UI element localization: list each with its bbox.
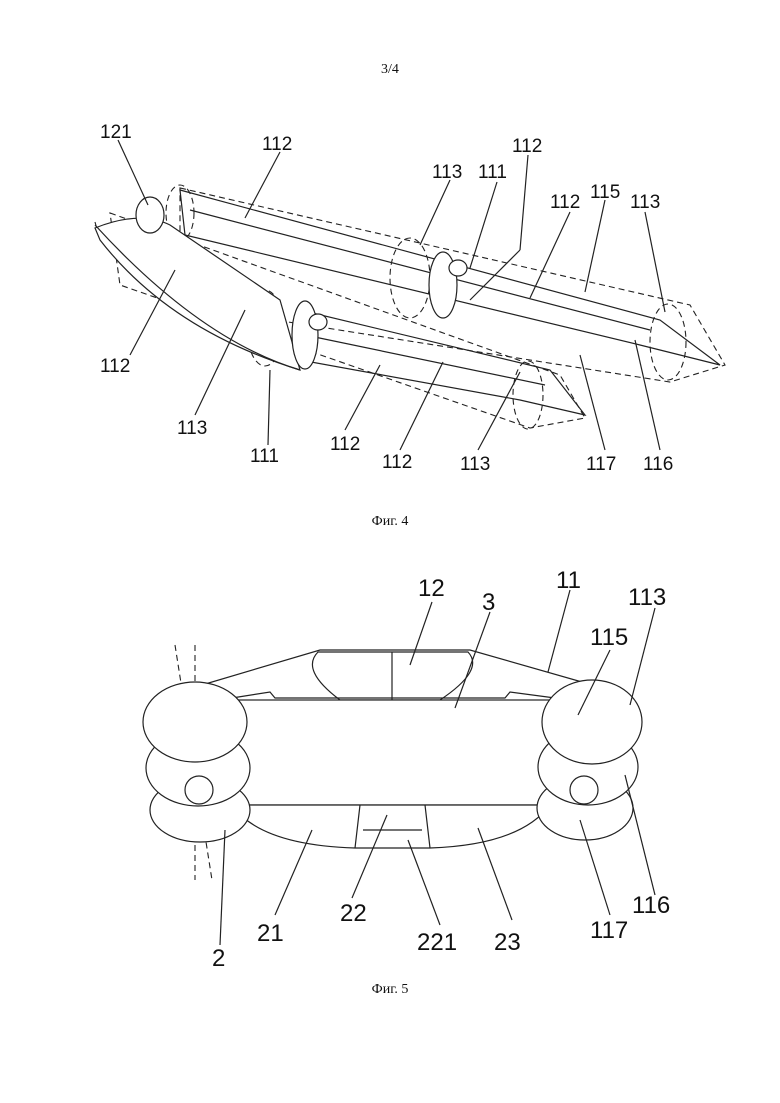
figure-4-caption: Фиг. 4 — [0, 514, 780, 530]
connector-knob — [309, 314, 327, 330]
fig4-label: 112 — [262, 134, 292, 155]
connector-111-left — [292, 301, 318, 369]
fig4-label: 112 — [330, 434, 360, 455]
fig5-label: 2 — [212, 945, 225, 972]
fig4-label: 116 — [643, 454, 673, 475]
connector-121 — [136, 197, 164, 233]
fig4-label: 112 — [512, 136, 542, 157]
fig5-label: 116 — [632, 892, 670, 919]
section-ellipse — [650, 304, 686, 380]
fig4-label: 121 — [100, 122, 132, 143]
fig4-label: 112 — [550, 192, 580, 213]
cabin-3 — [232, 700, 552, 805]
hull-2 — [232, 805, 550, 848]
fig4-label: 111 — [478, 162, 507, 183]
right-float — [537, 680, 642, 840]
left-float — [143, 682, 250, 842]
fig5-label: 221 — [417, 929, 457, 956]
fig5-label: 115 — [590, 624, 628, 651]
fig4-label: 113 — [177, 418, 207, 439]
fig5-label: 12 — [418, 575, 445, 602]
figure-4-drawing: 121 112 113 111 112 112 115 113 112 113 … — [0, 110, 780, 490]
connector-knob — [449, 260, 467, 276]
fig4-label: 117 — [586, 454, 616, 475]
fig4-label: 115 — [590, 182, 620, 203]
fig5-label: 21 — [257, 920, 284, 947]
page-number: 3/4 — [0, 62, 780, 78]
fig5-label: 23 — [494, 929, 521, 956]
section-ellipse — [390, 238, 430, 318]
bow-tube — [95, 218, 300, 370]
figure-5-caption: Фиг. 5 — [0, 982, 780, 998]
fig4-label: 113 — [630, 192, 660, 213]
fig5-label: 3 — [482, 589, 495, 616]
fig4-label: 113 — [432, 162, 462, 183]
fig5-label: 113 — [628, 584, 666, 611]
fig4-label: 112 — [382, 452, 412, 473]
figure-5: 12 3 11 113 115 116 117 2 21 22 221 23 — [0, 560, 780, 980]
fig4-label: 113 — [460, 454, 490, 475]
section-ellipse — [513, 361, 543, 429]
fig5-label: 11 — [556, 567, 581, 594]
fig5-label: 117 — [590, 917, 628, 944]
fig4-label: 111 — [250, 446, 279, 467]
figure-4: 121 112 113 111 112 112 115 113 112 113 … — [0, 110, 780, 490]
figure-5-drawing: 12 3 11 113 115 116 117 2 21 22 221 23 — [0, 560, 780, 980]
fig4-label: 112 — [100, 356, 130, 377]
fig5-label: 22 — [340, 900, 367, 927]
